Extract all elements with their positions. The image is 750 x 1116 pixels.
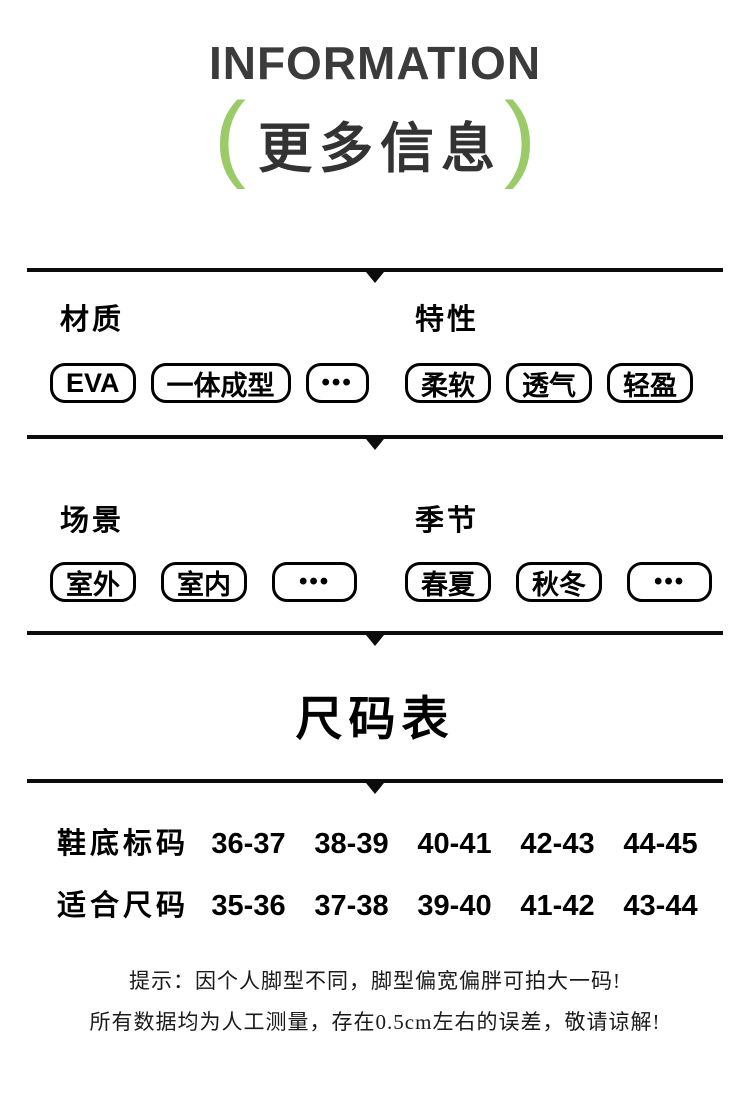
size-tip-line: 提示：因个人脚型不同，脚型偏宽偏胖可拍大一码! (129, 969, 621, 993)
size-cell: 35-36 (211, 890, 286, 922)
season-pills: 春夏 秋冬 ••• (405, 562, 750, 602)
section-divider (27, 631, 723, 646)
feature-pills: 柔软 透气 轻盈 (405, 363, 750, 403)
arrow-down-icon (366, 439, 384, 450)
size-cell: 42-43 (520, 828, 595, 860)
header: INFORMATION ( 更多信息 ) (0, 0, 750, 191)
tag-pill: 柔软 (405, 363, 491, 403)
page-title: INFORMATION (208, 37, 542, 89)
group-season: 季节 春夏 秋冬 ••• (405, 505, 750, 602)
more-tags-pill: ••• (627, 562, 713, 602)
subtitle-paren-close: ) (504, 83, 536, 190)
size-cell: 43-44 (623, 890, 698, 922)
group-label-season: 季节 (415, 505, 480, 537)
group-features: 特性 柔软 透气 轻盈 (405, 304, 750, 403)
attributes-section-2: 场景 室外 室内 ••• 季节 春夏 秋冬 ••• (0, 439, 750, 602)
size-table-row: 鞋底标码 36-37 38-39 40-41 42-43 44-45 (0, 827, 750, 861)
tag-pill: 秋冬 (516, 562, 602, 602)
size-cell: 41-42 (520, 890, 595, 922)
subtitle-text: 更多信息 (258, 118, 502, 179)
size-row-label: 鞋底标码 (57, 828, 190, 860)
group-scene: 场景 室外 室内 ••• (50, 505, 405, 602)
more-tags-pill: ••• (305, 363, 369, 403)
material-pills: EVA 一体成型 ••• (50, 363, 405, 403)
size-tips: 提示：因个人脚型不同，脚型偏宽偏胖可拍大一码! 所有数据均为人工测量，存在0.5… (0, 961, 750, 1043)
size-cell: 37-38 (314, 890, 389, 922)
size-table: 鞋底标码 36-37 38-39 40-41 42-43 44-45 适合尺码 … (0, 827, 750, 923)
arrow-down-icon (366, 635, 384, 646)
size-cell: 40-41 (417, 828, 492, 860)
section-divider (27, 779, 723, 794)
tag-pill: 轻盈 (607, 363, 693, 403)
tag-pill: 春夏 (405, 562, 491, 602)
section-divider (27, 435, 723, 450)
subtitle-paren-open: ( (214, 83, 246, 190)
size-tip-line: 所有数据均为人工测量，存在0.5cm左右的误差，敬请谅解! (89, 1010, 661, 1034)
scene-pills: 室外 室内 ••• (50, 562, 405, 602)
size-chart-title: 尺码表 (295, 692, 455, 745)
size-cell: 39-40 (417, 890, 492, 922)
size-table-row: 适合尺码 35-36 37-38 39-40 41-42 43-44 (0, 889, 750, 923)
attributes-section-1: 材质 EVA 一体成型 ••• 特性 柔软 透气 轻盈 (0, 272, 750, 403)
group-label-scene: 场景 (60, 505, 125, 537)
size-row-label: 适合尺码 (57, 890, 190, 922)
tag-pill: 室内 (161, 562, 247, 602)
size-cell: 44-45 (623, 828, 698, 860)
group-label-features: 特性 (415, 304, 480, 336)
arrow-down-icon (366, 272, 384, 283)
tag-pill: EVA (50, 363, 136, 403)
tag-pill: 透气 (506, 363, 592, 403)
subtitle: ( 更多信息 ) (0, 83, 750, 191)
size-cell: 36-37 (211, 828, 286, 860)
group-material: 材质 EVA 一体成型 ••• (50, 304, 405, 403)
tag-pill: 室外 (50, 562, 136, 602)
section-divider (27, 268, 723, 283)
arrow-down-icon (366, 783, 384, 794)
group-label-material: 材质 (60, 304, 125, 336)
size-cell: 38-39 (314, 828, 389, 860)
more-tags-pill: ••• (272, 562, 358, 602)
tag-pill: 一体成型 (150, 363, 291, 403)
